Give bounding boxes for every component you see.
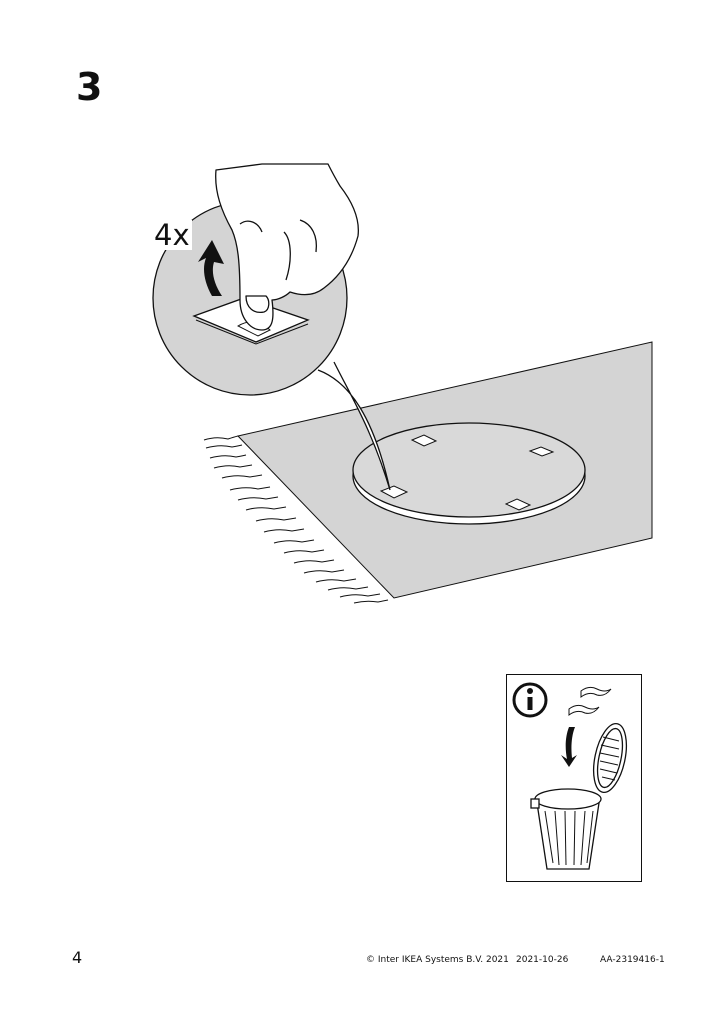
- down-arrow-icon: [561, 727, 577, 767]
- callout-pointer: [317, 361, 391, 491]
- hand: [215, 163, 360, 331]
- round-base: [352, 422, 586, 525]
- step-number: 3: [76, 65, 103, 109]
- rug-fringe: [203, 435, 389, 604]
- info-box: [506, 674, 642, 882]
- peel-arrow-icon: [198, 240, 224, 296]
- adhesive-pads: [379, 434, 555, 511]
- page-number: 4: [72, 948, 83, 967]
- info-illustration: [512, 682, 628, 870]
- document-id: AA-2319416-1: [600, 955, 665, 965]
- info-icon: [512, 682, 548, 718]
- trash-can-icon: [530, 722, 628, 870]
- document-date: 2021-10-26: [516, 955, 569, 965]
- backing-paper-icon: [568, 686, 612, 716]
- quantity-label: 4x: [152, 218, 192, 252]
- copyright-notice: © Inter IKEA Systems B.V. 2021: [366, 955, 509, 965]
